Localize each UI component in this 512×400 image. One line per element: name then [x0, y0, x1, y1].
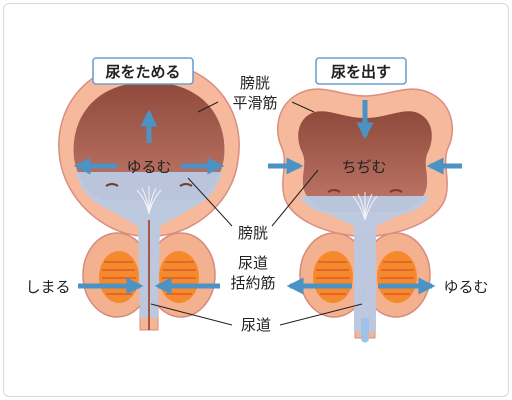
left-sphincter-muscle-left — [99, 251, 139, 303]
label-sphincter-line1: 尿道 — [238, 254, 268, 272]
leader-smooth-muscle-right — [291, 101, 315, 113]
left-sphincter-muscle-right — [159, 251, 199, 303]
right-title: 尿を出す — [331, 63, 391, 81]
leader-bladder-right — [271, 169, 319, 227]
left-title: 尿をためる — [105, 63, 180, 81]
leader-urethra-left — [150, 303, 233, 326]
leader-lines — [150, 101, 363, 326]
right-urine — [300, 196, 430, 332]
label-left-inner: ゆるむ — [126, 158, 171, 176]
right-sphincter-muscle-right — [377, 251, 417, 303]
leader-urethra-right — [279, 303, 363, 326]
label-right-inner: ちぢむ — [341, 158, 386, 176]
label-bladder: 膀胱 — [238, 224, 268, 242]
right-bladder-illustration — [276, 88, 454, 343]
right-bladder-lumen — [298, 111, 432, 212]
left-bladder-illustration — [58, 61, 240, 331]
right-title-box: 尿を出す — [315, 57, 407, 85]
label-smooth-muscle-line2: 平滑筋 — [232, 94, 277, 112]
leader-bladder-left — [187, 177, 233, 227]
label-smooth-muscle-line1: 膀胱 — [240, 74, 270, 92]
label-urethra: 尿道 — [241, 316, 271, 334]
center-labels: 膀胱 平滑筋 膀胱 尿道 括約筋 尿道 — [230, 74, 277, 334]
label-sphincter-line2: 括約筋 — [230, 274, 275, 292]
left-relax-arrows — [73, 109, 225, 295]
left-title-box: 尿をためる — [92, 57, 194, 85]
label-left-outer: しまる — [25, 278, 70, 296]
leader-smooth-muscle-left — [197, 101, 219, 113]
right-urine-stream — [361, 318, 369, 343]
label-right-outer: ゆるむ — [443, 278, 488, 296]
right-sphincter-muscle-left — [313, 251, 353, 303]
right-contract-arrows — [268, 100, 462, 295]
